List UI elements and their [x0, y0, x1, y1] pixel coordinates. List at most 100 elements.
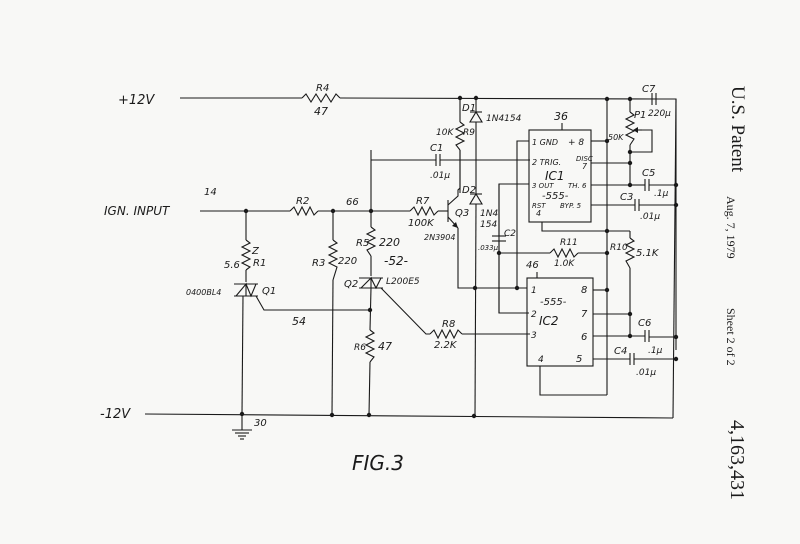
positive-rail: +12V R4 47 [118, 83, 661, 118]
d1-part-number: 1N4154 [486, 114, 522, 124]
ic2-pin8: 8 [581, 285, 587, 296]
r10-symbol [624, 237, 636, 269]
r4-symbol [301, 92, 341, 104]
ic1-pin6: TH. 6 [568, 182, 587, 190]
c3-value: .01µ [640, 212, 660, 222]
r7-value: 100K [408, 218, 435, 229]
r5-symbol [365, 226, 377, 257]
r5-value: 220 [379, 236, 400, 249]
p1-value: 50K [608, 133, 624, 142]
r5-label: R5 [356, 238, 369, 249]
c5-value: .1µ [654, 189, 669, 199]
module-52-label: -52- [384, 254, 408, 268]
d2-part-number-a: 1N4 [480, 209, 498, 219]
r8-symbol [429, 328, 463, 340]
c7-label: C7 [642, 84, 656, 95]
ic2-input-network: C2 .033µ R11 1.0K R10 5.1K [478, 184, 660, 336]
node-54-label: 54 [292, 315, 306, 328]
q1-triac-symbol [234, 282, 370, 311]
ic1-ref-label: 36 [554, 110, 568, 123]
c2-label: C2 [504, 229, 516, 239]
r11-value: 1.0K [554, 259, 575, 269]
node-66-label: 66 [346, 197, 359, 208]
ic2-pin4: 4 [538, 355, 544, 365]
ic1-name: IC1 [545, 169, 565, 183]
c7-value: 220µ [648, 109, 671, 119]
ic1-pin7-label: DISC [576, 155, 593, 163]
c4-value: .01µ [636, 368, 656, 378]
negative-rail: -12V 30 [100, 407, 674, 440]
r4-value: 47 [314, 105, 328, 118]
module-52: R5 220 -52- Q2 L200E5 R6 47 R8 2.2K [344, 150, 530, 416]
d1-label: D1 [462, 103, 476, 114]
q1-label: Q1 [262, 286, 276, 297]
positive-rail-label: +12V [118, 93, 155, 108]
ic2-pin5: 5 [576, 354, 582, 365]
ic2-name: IC2 [539, 314, 559, 328]
c1-label: C1 [430, 143, 443, 154]
r3-value: 220 [338, 256, 357, 267]
negative-rail-label: -12V [100, 407, 131, 422]
ic1-pin3: 3 OUT [532, 182, 554, 190]
c2-value: .033µ [478, 244, 499, 252]
c4-label: C4 [614, 346, 627, 357]
c1-value: .01µ [430, 171, 450, 181]
input-section: IGN. INPUT 14 R2 66 Z R1 5.6 0400BL4 Q1 … [104, 187, 410, 416]
r6-label: R6 [354, 343, 366, 353]
timing-network: P1 50K C7 220µ C5 .1µ C3 .01µ [608, 84, 679, 350]
q3-label: Q3 [455, 208, 469, 219]
ic2-pin6: 6 [581, 332, 587, 343]
d2-part-number-b: 154 [480, 220, 497, 230]
r1-label: R1 [253, 258, 266, 269]
ic1-pin7: 7 [582, 162, 588, 171]
r4-label: R4 [316, 83, 329, 94]
r9-symbol [454, 121, 466, 151]
r11-label: R11 [560, 238, 578, 248]
ic2-ref-label: 46 [526, 260, 539, 271]
q3-part-number: 2N3904 [424, 233, 455, 242]
r3-label: R3 [312, 258, 325, 269]
ground-icon [232, 414, 252, 440]
r7-symbol [409, 205, 439, 217]
r1-value: 5.6 [224, 260, 240, 271]
ic2-pin7: 7 [581, 309, 588, 320]
c3-label: C3 [620, 192, 633, 203]
ic2-capacitors: C6 .1µ C4 .01µ [614, 98, 679, 419]
r6-value: 47 [378, 340, 392, 353]
r3-symbol [327, 239, 339, 281]
ic1-pin5: BYP. 5 [560, 202, 582, 210]
trigger-section: C1 .01µ 10K R9 D1 1N4154 D2 1N4 154 R7 1… [371, 98, 530, 417]
figure-caption: FIG.3 [352, 451, 404, 475]
r7-label: R7 [416, 196, 430, 207]
r2-symbol [289, 205, 319, 217]
d2-label: D2 [462, 185, 476, 196]
r8-value: 2.2K [434, 340, 458, 351]
ic1-type: -555- [542, 191, 569, 202]
ic2-555-timer: 46 1 8 -555- 2 7 IC2 3 6 4 5 [475, 260, 645, 396]
ic1-pin8: + 8 [568, 138, 584, 148]
ic1-pin4-label: RST [532, 202, 546, 210]
r10-value: 5.1K [636, 248, 660, 259]
patent-number: 4,163,431 [726, 420, 748, 500]
r9-value: 10K [436, 128, 454, 138]
ic1-pin1: 1 GND [532, 138, 558, 147]
q3-transistor-symbol [447, 150, 475, 289]
ign-input-label: IGN. INPUT [104, 204, 171, 218]
ic2-type: -555- [540, 297, 567, 308]
q2-triac-symbol [359, 276, 383, 290]
ic2-pin2: 2 [531, 310, 537, 320]
p1-label: P1 [634, 110, 646, 121]
patent-date: Aug. 7, 1979 [724, 196, 738, 259]
ic2-pin1: 1 [531, 286, 537, 296]
r11-symbol [549, 247, 579, 259]
c5-label: C5 [642, 168, 655, 179]
r2-label: R2 [296, 196, 309, 207]
ground-ref-label: 30 [254, 418, 267, 429]
r10-label: R10 [610, 243, 628, 253]
c6-value: .1µ [648, 346, 663, 356]
ic1-pin2: 2 TRIG. [532, 158, 561, 167]
r6-symbol [364, 329, 376, 363]
ic2-pin3: 3 [531, 331, 537, 341]
